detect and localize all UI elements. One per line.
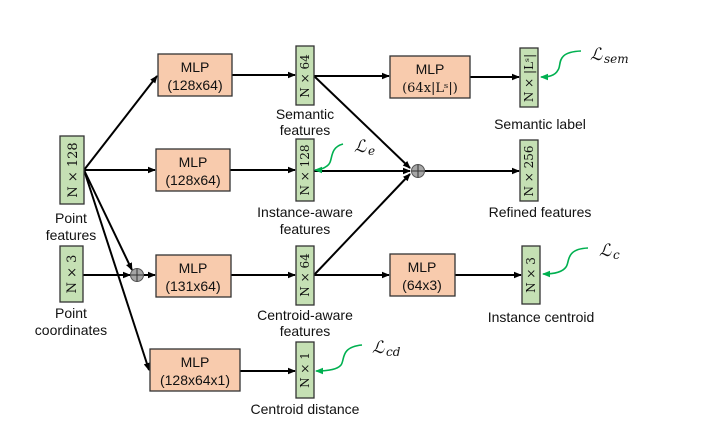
mlp-instance: MLP (128x64): [155, 148, 231, 192]
loss-symbol: ℒ: [372, 338, 385, 358]
label-centroid-aware-1: Centroid-aware: [257, 307, 353, 323]
concat-node-refined: [411, 164, 425, 178]
loss-label-c: ℒ c: [599, 241, 620, 262]
label-semantic-label: Semantic label: [494, 116, 586, 132]
dim-label: N × 64: [298, 54, 312, 98]
label-point-features-2: features: [46, 227, 97, 243]
loss-label-sem: ℒ sem: [590, 45, 629, 66]
mlp-size: (64x3): [402, 277, 442, 293]
mlp-title: MLP: [179, 260, 208, 276]
label-refined-features: Refined features: [489, 204, 592, 220]
label-centroid-aware-2: features: [280, 323, 331, 339]
loss-arrow-sem: [540, 50, 582, 81]
loss-arrow-cd: [315, 344, 363, 375]
mlp-size: (64x|Lˢ|): [402, 81, 458, 96]
edge-points-to-mlp-centroid-distance: [83, 169, 150, 371]
loss-subscript: sem: [604, 52, 629, 66]
concat-node-centroid: [130, 268, 144, 282]
edge-points-to-mlp-semantic: [83, 75, 158, 171]
label-instance-centroid: Instance centroid: [488, 309, 595, 325]
mlp-size: (128x64): [167, 77, 222, 93]
mlp-size: (128x64x1): [160, 372, 230, 388]
loss-arrow-c: [542, 247, 589, 278]
edges: [83, 71, 522, 375]
input-point-coordinates: N × 3: [59, 245, 84, 303]
loss-label-cd: ℒ cd: [372, 338, 401, 359]
label-point-coordinates-1: Point: [55, 305, 87, 321]
feature-centroid-distance: N × 1: [295, 341, 315, 399]
input-point-features: N × 128: [59, 135, 85, 205]
loss-symbol: ℒ: [590, 45, 603, 65]
loss-symbol: ℒ: [354, 137, 367, 157]
mlp-centroid-distance: MLP (128x64x1): [149, 348, 241, 392]
mlp-title: MLP: [408, 259, 437, 275]
feature-semantic: N × 64: [295, 45, 315, 106]
label-instance-aware-2: features: [280, 221, 331, 237]
mlp-centroid-aware: MLP (131x64): [155, 254, 232, 298]
loss-arrow-e: [314, 143, 344, 174]
feature-instance-aware: N × 128: [295, 138, 315, 202]
mlp-size: (131x64): [165, 278, 220, 294]
loss-subscript: c: [613, 248, 620, 262]
label-centroid-distance: Centroid distance: [251, 401, 360, 417]
feature-centroid-aware: N × 64: [295, 245, 315, 306]
dim-label: N × 64: [298, 253, 312, 297]
edge-semantic-to-concat2: [313, 75, 411, 169]
mlp-title: MLP: [181, 354, 210, 370]
loss-subscript: cd: [386, 345, 401, 359]
dim-label: N × 128: [298, 144, 312, 195]
dim-label: N × 3: [65, 255, 80, 294]
dim-label: N × 128: [66, 142, 81, 197]
dim-label: N × 1: [298, 352, 312, 388]
label-instance-aware-1: Instance-aware: [257, 204, 353, 220]
label-point-features-1: Point: [55, 210, 87, 226]
dim-label: N × 256: [522, 145, 536, 196]
loss-label-e: ℒ e: [354, 137, 375, 158]
label-semantic-features-1: Semantic: [276, 106, 334, 122]
mlp-instance-centroid: MLP (64x3): [389, 253, 456, 297]
output-semantic-label: N × |Lˢ|: [519, 47, 539, 108]
label-semantic-features-2: features: [280, 122, 331, 138]
loss-subscript: e: [368, 144, 375, 158]
loss-symbol: ℒ: [599, 241, 612, 261]
dim-label: N × 3: [524, 257, 538, 293]
mlp-semantic-label: MLP (64x|Lˢ|): [389, 55, 471, 99]
output-refined-features: N × 256: [519, 139, 539, 202]
dim-label: N × |Lˢ|: [522, 54, 536, 102]
edge-points-to-concat: [83, 169, 133, 271]
output-instance-centroid: N × 3: [521, 245, 541, 305]
mlp-title: MLP: [181, 59, 210, 75]
label-point-coordinates-2: coordinates: [35, 322, 107, 338]
edge-centroid-aware-to-concat2: [313, 173, 411, 276]
mlp-title: MLP: [416, 61, 445, 77]
mlp-title: MLP: [179, 154, 208, 170]
mlp-semantic: MLP (128x64): [157, 53, 233, 97]
mlp-size: (128x64): [165, 172, 220, 188]
